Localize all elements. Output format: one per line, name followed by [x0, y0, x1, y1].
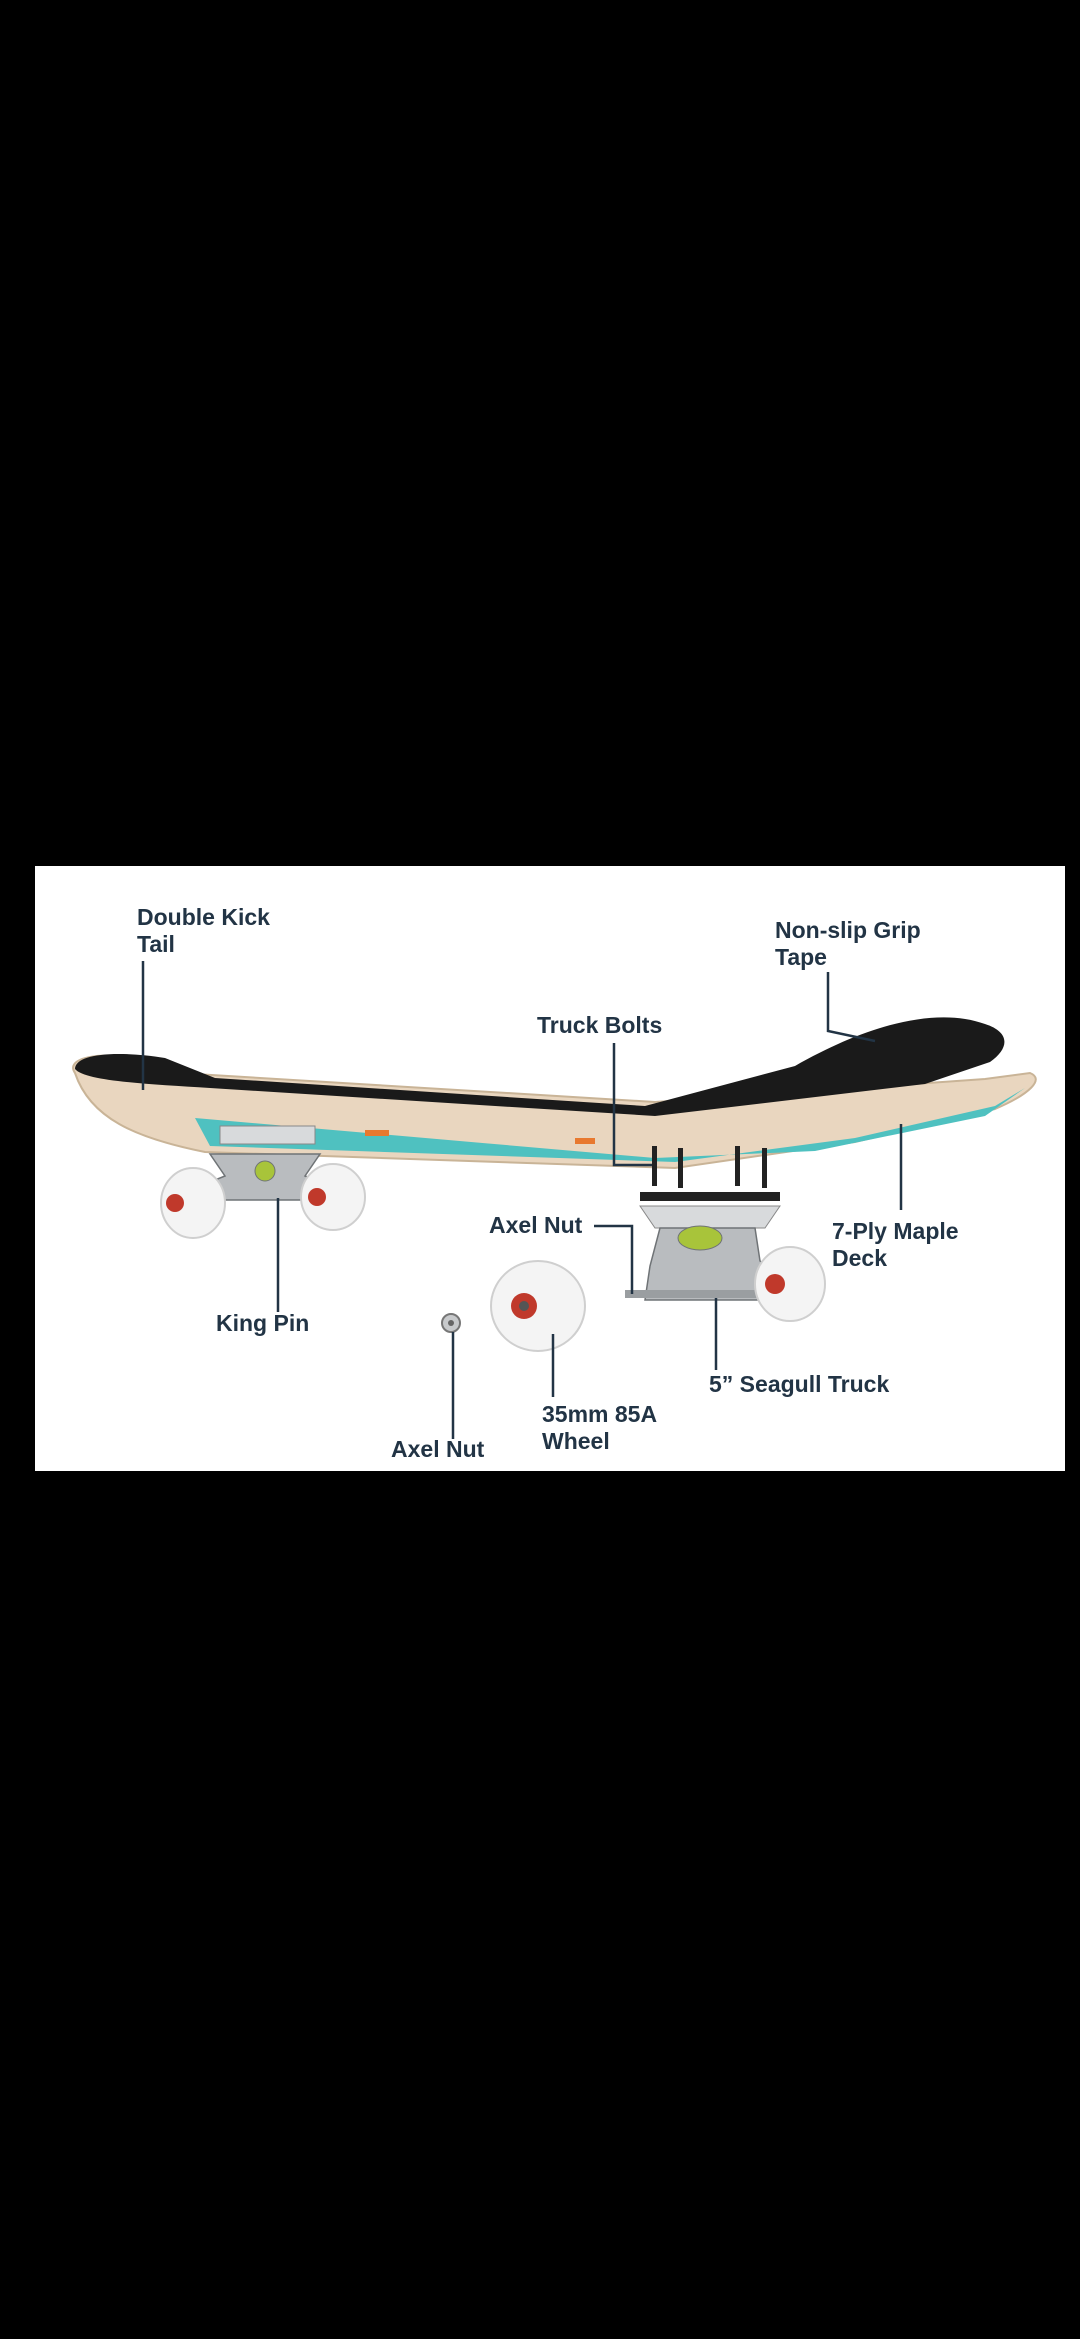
loose-wheel-hub: [519, 1301, 529, 1311]
rear-wheel-right-bearing: [308, 1188, 326, 1206]
label-double-kick-tail-line2: Tail: [137, 931, 175, 957]
label-double-kick-tail-line1: Double Kick: [137, 904, 270, 930]
deck-graphic: [195, 1088, 1025, 1162]
front-baseplate: [639, 1205, 781, 1229]
label-wheel-line2: Wheel: [542, 1428, 610, 1454]
rear-kingpin-bushing: [254, 1160, 276, 1182]
label-wheel-line1: 35mm 85A: [542, 1401, 658, 1427]
truck-bolt: [735, 1146, 740, 1186]
riser-pad: [640, 1192, 780, 1201]
label-axel-nut-bottom: Axel Nut: [391, 1436, 485, 1462]
diagram-panel: Double Kick Tail Non-slip Grip Tape Truc…: [35, 866, 1065, 1471]
label-non-slip-grip-tape: Non-slip Grip Tape: [775, 917, 921, 971]
label-axel-nut-top: Axel Nut: [489, 1212, 583, 1238]
label-king-pin: King Pin: [216, 1310, 310, 1336]
leader-truck-bolts: [612, 1043, 652, 1167]
loose-axle-nut-hole: [448, 1320, 454, 1326]
leader-lines: [141, 961, 903, 1439]
label-seagull-truck: 5” Seagull Truck: [709, 1371, 890, 1397]
rear-wheel-right: [300, 1163, 366, 1231]
label-deck-line2: Deck: [832, 1245, 887, 1271]
front-wheel-bearing: [765, 1274, 785, 1294]
label-deck-line1: 7-Ply Maple: [832, 1218, 959, 1244]
deck-accent: [365, 1130, 389, 1136]
deck-accent: [575, 1138, 595, 1144]
leader-axel-nut-top: [594, 1224, 634, 1294]
rear-wheel-left-bearing: [166, 1194, 184, 1212]
truck-bolt: [678, 1148, 683, 1188]
truck-bolt: [652, 1146, 657, 1186]
label-truck-bolts: Truck Bolts: [537, 1012, 663, 1038]
label-double-kick-tail: Double Kick Tail: [137, 904, 270, 958]
front-bushing: [677, 1225, 723, 1251]
front-wheel: [754, 1246, 826, 1322]
label-seven-ply-maple-deck: 7-Ply Maple Deck: [832, 1218, 959, 1272]
label-grip-line1: Non-slip Grip: [775, 917, 921, 943]
label-wheel: 35mm 85A Wheel: [542, 1401, 657, 1455]
truck-bolt: [762, 1148, 767, 1188]
rear-wheel-left: [160, 1167, 226, 1239]
loose-wheel: [490, 1260, 586, 1352]
front-axle: [625, 1290, 795, 1298]
skateboard-illustration: [72, 961, 1037, 1439]
grip-tape: [75, 1017, 1005, 1116]
rear-baseplate: [219, 1125, 316, 1145]
leader-grip-tape: [826, 972, 876, 1043]
label-grip-line2: Tape: [775, 944, 827, 970]
